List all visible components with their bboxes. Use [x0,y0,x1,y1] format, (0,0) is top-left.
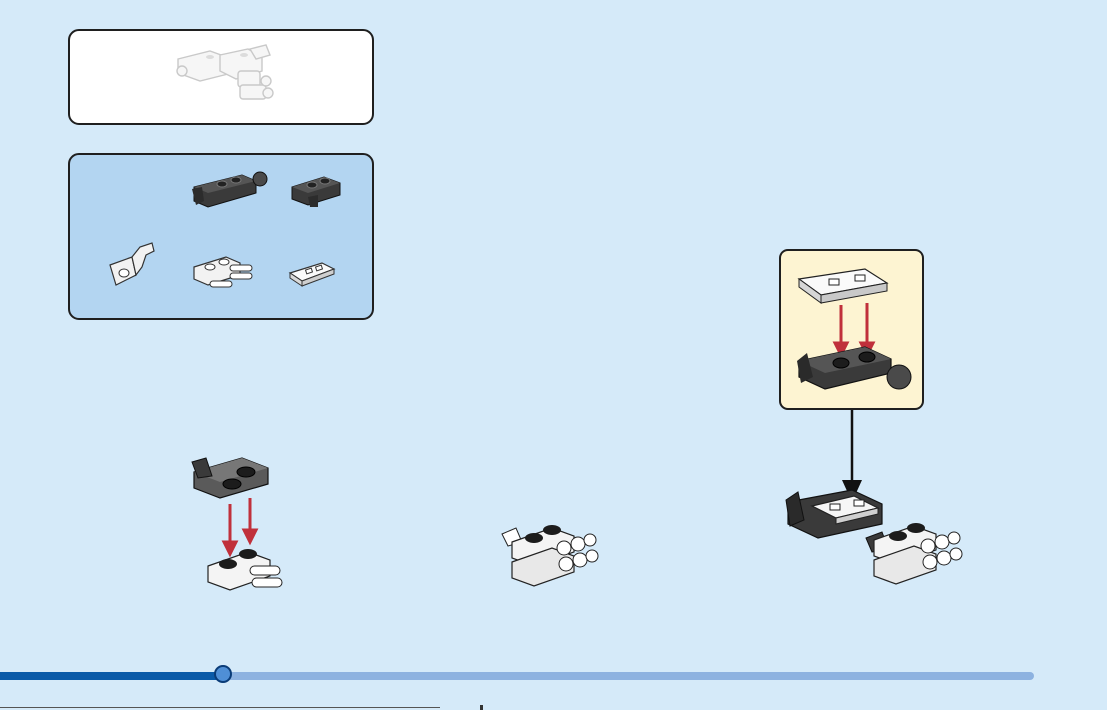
sub-assembly-callout [779,249,924,410]
white-tile-grille-icon [286,259,342,289]
red-arrows [835,303,873,355]
finished-model-silhouette-icon [170,41,280,113]
progress-knob [214,665,232,683]
tile-onto-dark-arm-icon [795,265,913,399]
bottom-rule [0,707,440,708]
step-three-diagram [782,478,972,596]
bottom-tick [480,705,483,710]
model-preview-panel [68,29,374,125]
white-bar-plate [208,549,282,590]
step-one-diagram [190,448,300,596]
parts-list-panel [68,153,374,320]
dark-clip-plate [192,458,268,498]
red-arrows [224,498,256,554]
dark-plate-clip-icon [288,169,348,209]
step-two-diagram [498,512,602,596]
white-clip-bracket-icon [106,241,160,293]
progress-fill [0,672,223,680]
dark-arm [797,347,911,389]
white-hand-assembly [874,523,962,584]
dark-plate-clip-ball-icon [190,167,270,211]
white-tile [799,269,887,303]
white-plate-bars-icon [190,251,260,293]
